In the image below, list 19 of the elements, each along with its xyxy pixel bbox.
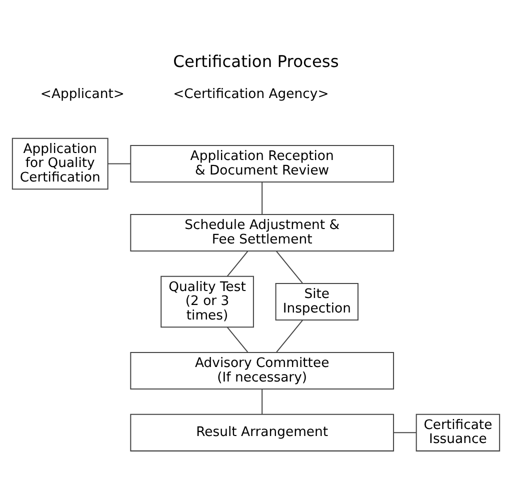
diagram-title: Certification Process: [173, 52, 339, 71]
connector: [108, 162, 130, 164]
node-box: Result Arrangement: [130, 413, 394, 451]
connector: [394, 432, 416, 433]
connector: [276, 250, 303, 283]
connector: [262, 182, 263, 214]
label: <Certification Agency>: [173, 86, 329, 102]
node-box: Application Reception & Document Review: [130, 144, 394, 182]
node-box: Site Inspection: [275, 282, 358, 320]
connector: [226, 326, 248, 352]
connector: [226, 250, 248, 276]
node-box: Application for Quality Certification: [12, 137, 108, 190]
connector: [262, 388, 263, 414]
label: <Applicant>: [40, 86, 124, 102]
node-box: Quality Test (2 or 3 times): [160, 275, 254, 328]
node-box: Advisory Committee (If necessary): [130, 351, 394, 390]
connector: [276, 320, 303, 352]
node-box: Schedule Adjustment & Fee Settlement: [130, 213, 394, 252]
node-box: Certificate Issuance: [416, 413, 500, 451]
